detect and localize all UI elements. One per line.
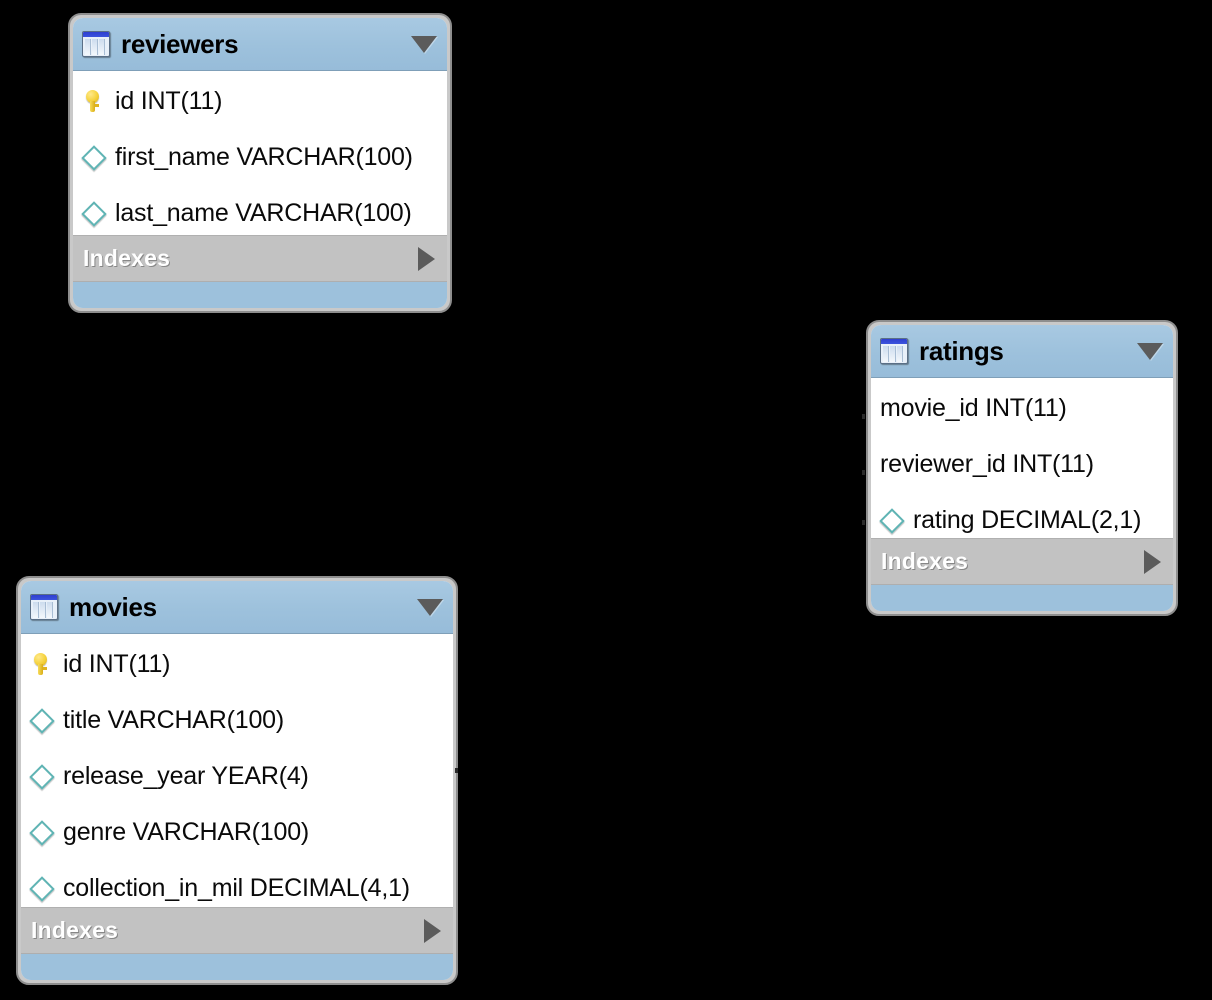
table-panel-ratings[interactable]: ratings movie_id INT(11) reviewer_id INT(1… (866, 320, 1178, 616)
table-icon (880, 338, 908, 364)
chevron-right-icon[interactable] (1144, 549, 1161, 574)
table-title: reviewers (121, 28, 239, 59)
panel-footer-strip (871, 584, 1173, 611)
chevron-down-icon[interactable] (411, 35, 437, 53)
column-row[interactable]: rating DECIMAL(2,1) (871, 492, 1173, 538)
column-label: collection_in_mil DECIMAL(4,1) (63, 873, 410, 902)
table-panel-movies[interactable]: movies id INT(11) title VARCHAR(100) releas… (16, 576, 458, 985)
table-icon (30, 594, 58, 620)
column-row[interactable]: genre VARCHAR(100) (21, 804, 453, 860)
column-label: release_year YEAR(4) (63, 761, 309, 790)
relationship-line-stub (862, 414, 865, 419)
column-list: id INT(11) first_name VARCHAR(100) last_na… (73, 71, 447, 235)
relationship-line-stub (862, 470, 865, 475)
column-row[interactable]: reviewer_id INT(11) (871, 436, 1173, 492)
column-label: title VARCHAR(100) (63, 705, 284, 734)
column-diamond-icon (29, 763, 57, 790)
column-row[interactable]: id INT(11) (73, 73, 447, 129)
column-label: rating DECIMAL(2,1) (913, 505, 1142, 534)
indexes-section-reviewers[interactable]: Indexes (73, 235, 447, 281)
chevron-right-icon[interactable] (424, 918, 441, 943)
column-diamond-icon (29, 875, 57, 902)
table-icon (82, 31, 110, 57)
table-panel-body: ratings movie_id INT(11) reviewer_id INT(1… (871, 325, 1173, 611)
indexes-section-ratings[interactable]: Indexes (871, 538, 1173, 584)
column-row[interactable]: collection_in_mil DECIMAL(4,1) (21, 860, 453, 907)
column-label: last_name VARCHAR(100) (115, 198, 412, 227)
primary-key-icon (30, 651, 57, 677)
table-header-reviewers[interactable]: reviewers (73, 18, 447, 71)
indexes-label: Indexes (881, 548, 969, 574)
column-row[interactable]: last_name VARCHAR(100) (73, 185, 447, 235)
relationship-line-stub (862, 520, 865, 525)
column-label: first_name VARCHAR(100) (115, 142, 413, 171)
chevron-right-icon[interactable] (418, 246, 435, 271)
column-diamond-icon (29, 707, 57, 734)
table-panel-body: movies id INT(11) title VARCHAR(100) releas… (21, 581, 453, 980)
indexes-label: Indexes (31, 917, 119, 943)
chevron-down-icon[interactable] (1137, 342, 1163, 360)
column-label: movie_id INT(11) (880, 393, 1067, 422)
relationship-line-stub (455, 768, 458, 773)
table-header-movies[interactable]: movies (21, 581, 453, 634)
column-diamond-icon (81, 144, 109, 171)
table-panel-reviewers[interactable]: reviewers id INT(11) first_name VARCHAR(10… (68, 13, 452, 313)
column-row[interactable]: first_name VARCHAR(100) (73, 129, 447, 185)
column-row[interactable]: id INT(11) (21, 636, 453, 692)
chevron-down-icon[interactable] (417, 598, 443, 616)
column-row[interactable]: release_year YEAR(4) (21, 748, 453, 804)
table-header-ratings[interactable]: ratings (871, 325, 1173, 378)
column-label: id INT(11) (63, 649, 171, 678)
column-label: reviewer_id INT(11) (880, 449, 1094, 478)
table-title: movies (69, 591, 157, 622)
table-title: ratings (919, 335, 1004, 366)
column-diamond-icon (879, 507, 907, 534)
column-label: id INT(11) (115, 86, 223, 115)
table-panel-body: reviewers id INT(11) first_name VARCHAR(10… (73, 18, 447, 308)
column-list: id INT(11) title VARCHAR(100) release_year… (21, 634, 453, 907)
indexes-section-movies[interactable]: Indexes (21, 907, 453, 953)
column-diamond-icon (81, 200, 109, 227)
column-row[interactable]: title VARCHAR(100) (21, 692, 453, 748)
primary-key-icon (82, 88, 109, 114)
indexes-label: Indexes (83, 245, 171, 271)
panel-footer-strip (73, 281, 447, 308)
column-row[interactable]: movie_id INT(11) (871, 380, 1173, 436)
column-diamond-icon (29, 819, 57, 846)
panel-footer-strip (21, 953, 453, 980)
column-list: movie_id INT(11) reviewer_id INT(11) ratin… (871, 378, 1173, 538)
column-label: genre VARCHAR(100) (63, 817, 310, 846)
